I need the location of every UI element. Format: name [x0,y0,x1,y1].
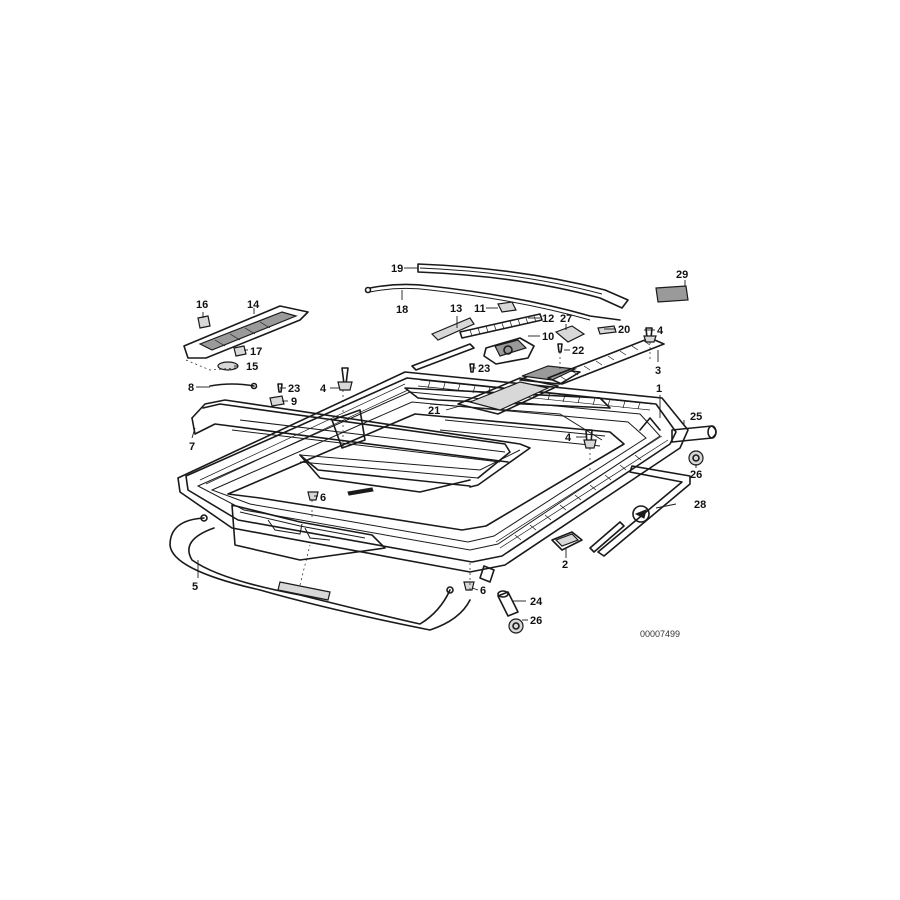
callout-2: 2 [562,559,568,571]
callout-26: 26 [530,615,542,627]
leader-lines [191,267,697,621]
seal-right [589,465,691,557]
callout-24: 24 [530,596,543,608]
callout-1: 1 [656,383,662,395]
callout-7: 7 [189,441,195,453]
callout-16: 16 [196,299,208,311]
callout-4: 4 [565,432,572,444]
reference-number: 00007499 [640,629,680,639]
seal-strip [417,263,629,309]
callout-27: 27 [560,313,572,325]
bracket-lower [551,531,583,551]
fasteners [307,327,657,591]
guide-cable [364,283,621,321]
callout-5: 5 [192,581,198,593]
deflector-plate [547,337,665,385]
callout-26: 26 [690,469,702,481]
callout-15: 15 [246,361,258,373]
gear-unit [411,337,535,371]
lifting-track [191,399,531,488]
callout-23: 23 [478,363,490,375]
callout-8: 8 [188,382,194,394]
sunroof-frame [177,371,689,573]
callout-3: 3 [655,365,661,377]
clip [497,301,517,313]
callout-6: 6 [320,492,326,504]
bracket [554,325,586,343]
callout-17: 17 [250,346,262,358]
callout-19: 19 [391,263,403,275]
assembly-lines [311,342,651,590]
callout-29: 29 [676,269,688,281]
callout-18: 18 [396,304,408,316]
callout-25: 25 [690,411,702,423]
short-cable [209,382,258,390]
screw-set-left [269,383,285,407]
callout-4: 4 [657,325,664,337]
drain-hose-lower [479,565,524,634]
callout-14: 14 [247,299,260,311]
drive-cables [169,514,471,631]
callout-28: 28 [694,499,706,511]
callout-13: 13 [450,303,462,315]
callout-11: 11 [474,303,486,315]
callout-10: 10 [542,331,554,343]
center-plate [457,377,559,415]
adhesive-pad [655,285,689,303]
drive-rack [430,313,543,341]
callout-20: 20 [618,324,630,336]
callout-labels: 1 2 3 4 4 4 5 6 6 7 8 9 10 11 12 13 14 1… [188,263,706,639]
left-mechanism [183,305,309,371]
callout-12: 12 [542,313,554,325]
callout-6: 6 [480,585,486,597]
callout-9: 9 [291,396,297,408]
callout-22: 22 [572,345,584,357]
callout-23: 23 [288,383,300,395]
drain-hose-right [671,425,717,466]
callout-4: 4 [320,383,327,395]
callout-21: 21 [428,405,440,417]
small-clip [597,325,617,335]
